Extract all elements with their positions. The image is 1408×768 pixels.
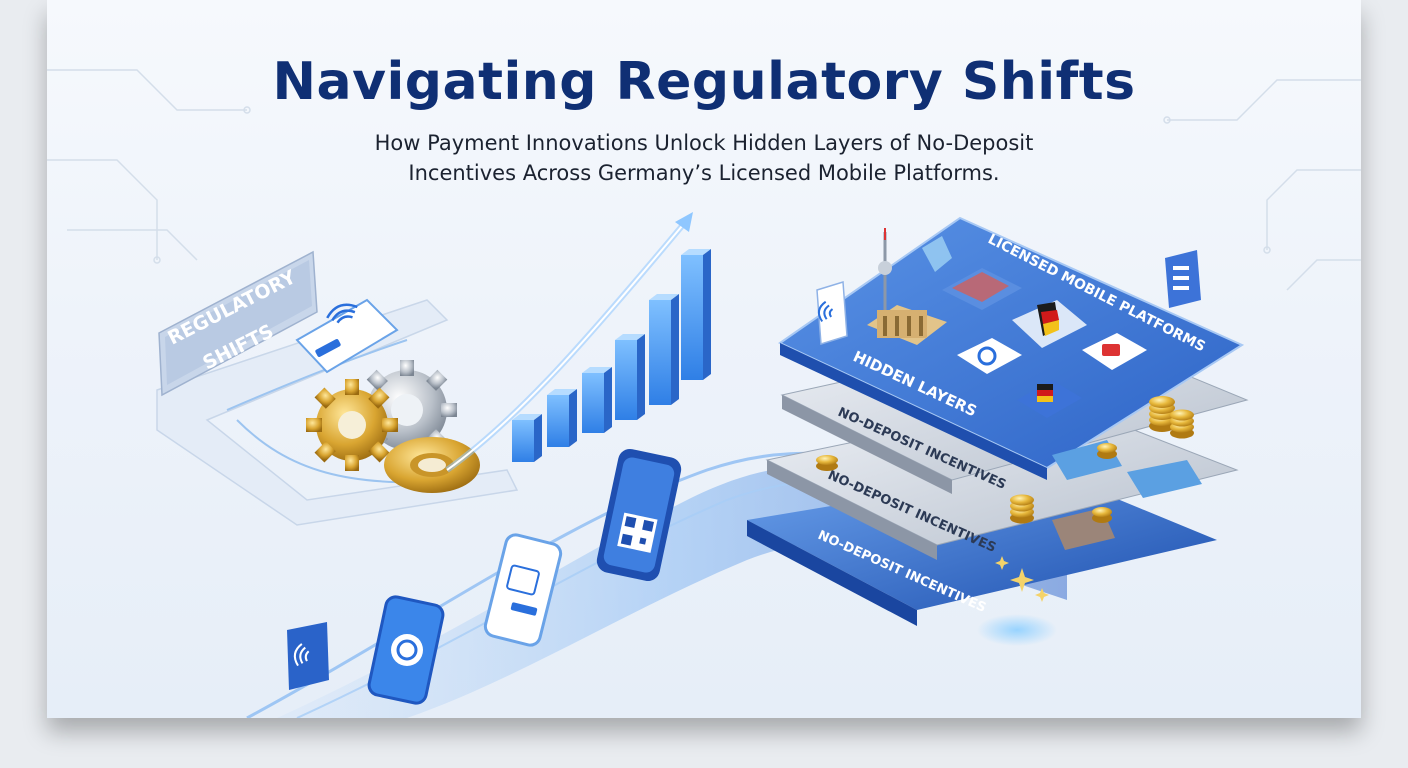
gear-icon <box>306 360 480 493</box>
trend-arrow <box>445 212 693 473</box>
contactless-phone <box>295 298 399 374</box>
illustration-scene: REGULATORY SHIFTS <box>47 69 1361 718</box>
app-tile <box>1082 333 1147 370</box>
layer-stack: NO-DEPOSIT INCENTIVES NO-DEPOSIT INCENTI… <box>747 216 1249 646</box>
page-title: Navigating Regulatory Shifts <box>272 52 1136 112</box>
circuit-lines <box>47 69 1361 291</box>
contactless-icon <box>293 643 310 667</box>
menu-list-icon <box>1165 250 1201 308</box>
germany-map-icon <box>1012 300 1087 348</box>
brandenburg-gate-icon <box>867 305 947 345</box>
infographic-card: REGULATORY SHIFTS <box>47 0 1361 718</box>
app-tile <box>957 338 1022 374</box>
contactless-icon <box>326 303 358 324</box>
smartphone-icon <box>483 533 563 647</box>
contactless-icon <box>817 300 834 323</box>
page-subtitle: How Payment Innovations Unlock Hidden La… <box>304 128 1104 188</box>
bar-chart-icon <box>512 249 711 462</box>
crystal-icon <box>922 236 952 272</box>
tv-tower-icon <box>878 228 892 320</box>
contactless-tile <box>816 281 848 345</box>
coin-stack-icon <box>816 396 1194 524</box>
subtitle-line1: How Payment Innovations Unlock Hidden La… <box>374 131 1034 155</box>
contactless-tile <box>287 622 329 690</box>
germany-flag-tile <box>1017 380 1082 418</box>
qr-code-icon <box>617 512 658 553</box>
wallet-phone <box>367 595 445 705</box>
subtitle-line2: Incentives Across Germany’s Licensed Mob… <box>408 161 1000 185</box>
sparkle-icon <box>995 556 1049 602</box>
city-map-icon <box>942 268 1022 310</box>
qr-phone <box>596 448 682 582</box>
